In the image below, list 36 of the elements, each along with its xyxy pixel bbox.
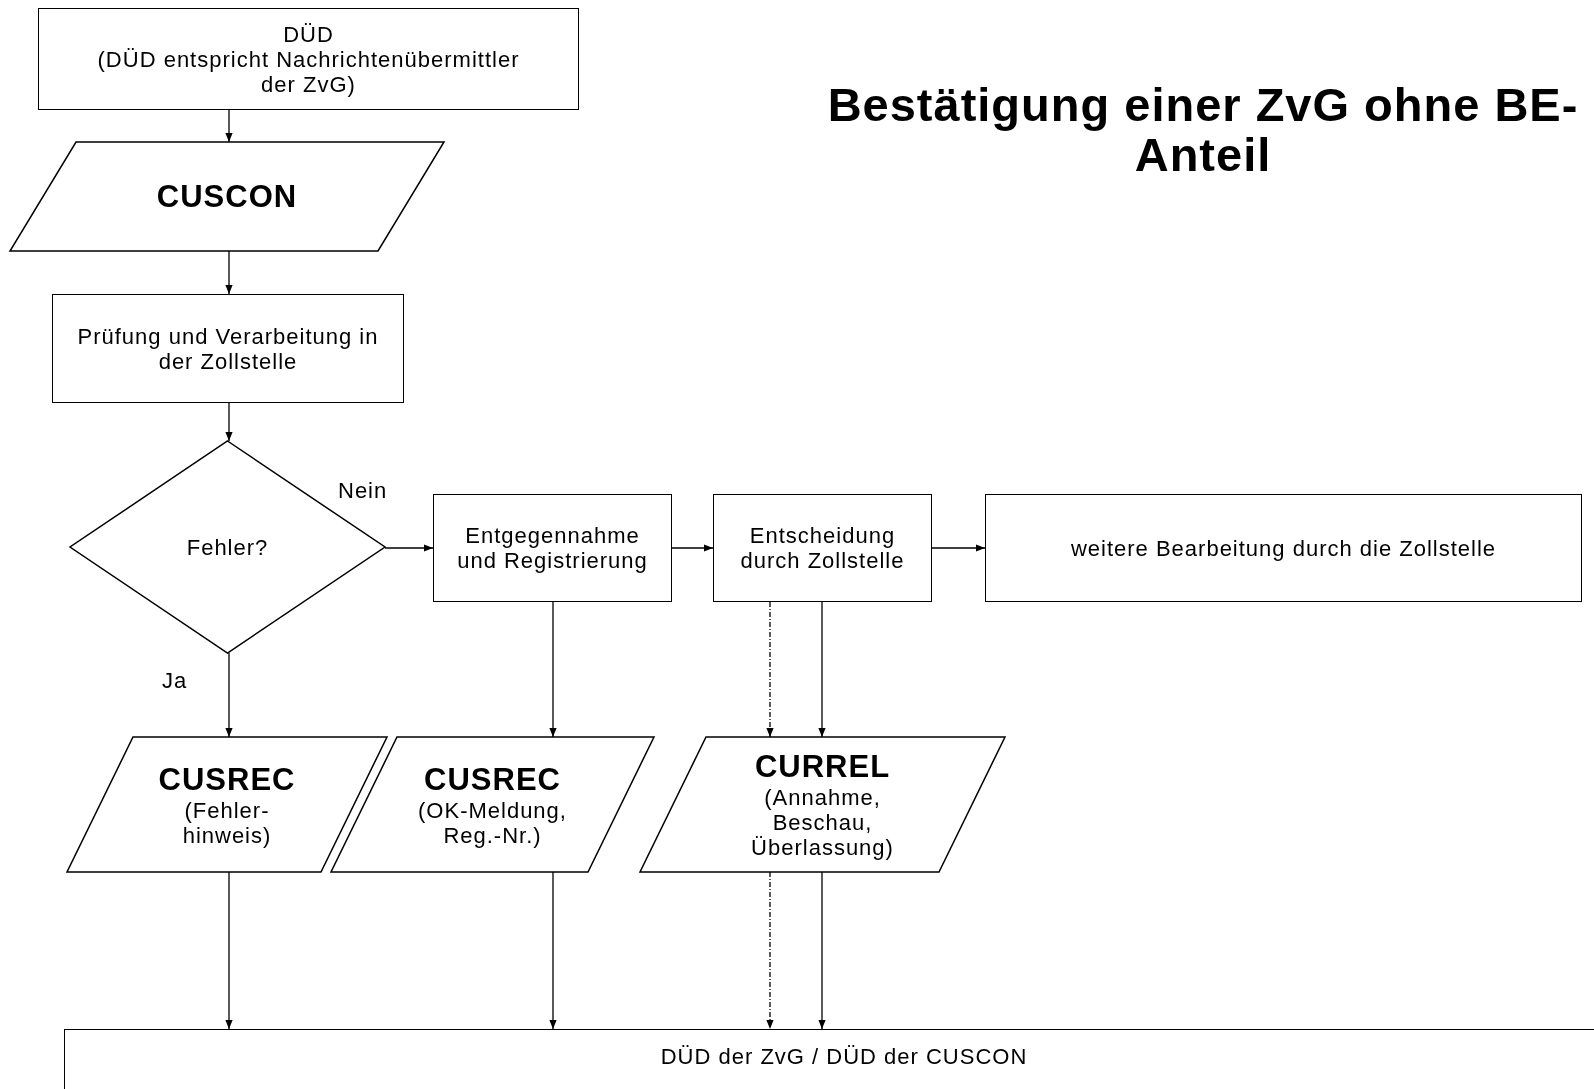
process-box bbox=[985, 494, 1582, 602]
process-box bbox=[52, 294, 404, 403]
node-text: Entgegennahme und Registrierung bbox=[456, 523, 649, 573]
arrow bbox=[766, 871, 774, 1030]
node-text: (DÜD entspricht Nachrichtenübermittler der ZvG) bbox=[96, 46, 521, 97]
message-name: CUSREC bbox=[423, 761, 562, 798]
arrow bbox=[225, 250, 233, 295]
process-box bbox=[38, 8, 579, 110]
node-text: (Fehler- hinweis) bbox=[181, 797, 273, 848]
arrow bbox=[818, 601, 826, 738]
message-name: CUSREC bbox=[157, 761, 297, 798]
node-text: DÜD bbox=[282, 21, 335, 47]
node-text: (Annahme, Beschau, Überlassung) bbox=[750, 785, 895, 860]
node-text: Entscheidung durch Zollstelle bbox=[739, 523, 906, 573]
message-name: CUSCON bbox=[156, 178, 298, 215]
arrow bbox=[766, 601, 774, 738]
process-box bbox=[433, 494, 672, 602]
node-text: Prüfung und Verarbeitung in der Zollstelle bbox=[76, 323, 380, 374]
arrow bbox=[225, 871, 233, 1030]
diagram-title: Bestätigung einer ZvG ohne BE-Anteil bbox=[826, 80, 1580, 180]
node-text: Fehler? bbox=[186, 534, 269, 560]
arrow bbox=[225, 652, 233, 738]
node-text: DÜD der ZvG / DÜD der CUSCON bbox=[660, 1044, 1028, 1069]
node-text: weitere Bearbeitung durch die Zollstelle bbox=[1070, 535, 1497, 561]
process-box bbox=[64, 1029, 1594, 1089]
process-box bbox=[713, 494, 932, 602]
node-text: (OK-Meldung, Reg.-Nr.) bbox=[417, 797, 568, 848]
message-name: CURREL bbox=[753, 749, 892, 785]
arrow bbox=[818, 871, 826, 1030]
arrow bbox=[225, 109, 233, 143]
arrow bbox=[549, 871, 557, 1030]
arrow bbox=[384, 544, 434, 552]
arrow bbox=[549, 601, 557, 738]
arrow bbox=[225, 402, 233, 442]
arrow bbox=[671, 544, 714, 552]
arrow bbox=[931, 544, 986, 552]
